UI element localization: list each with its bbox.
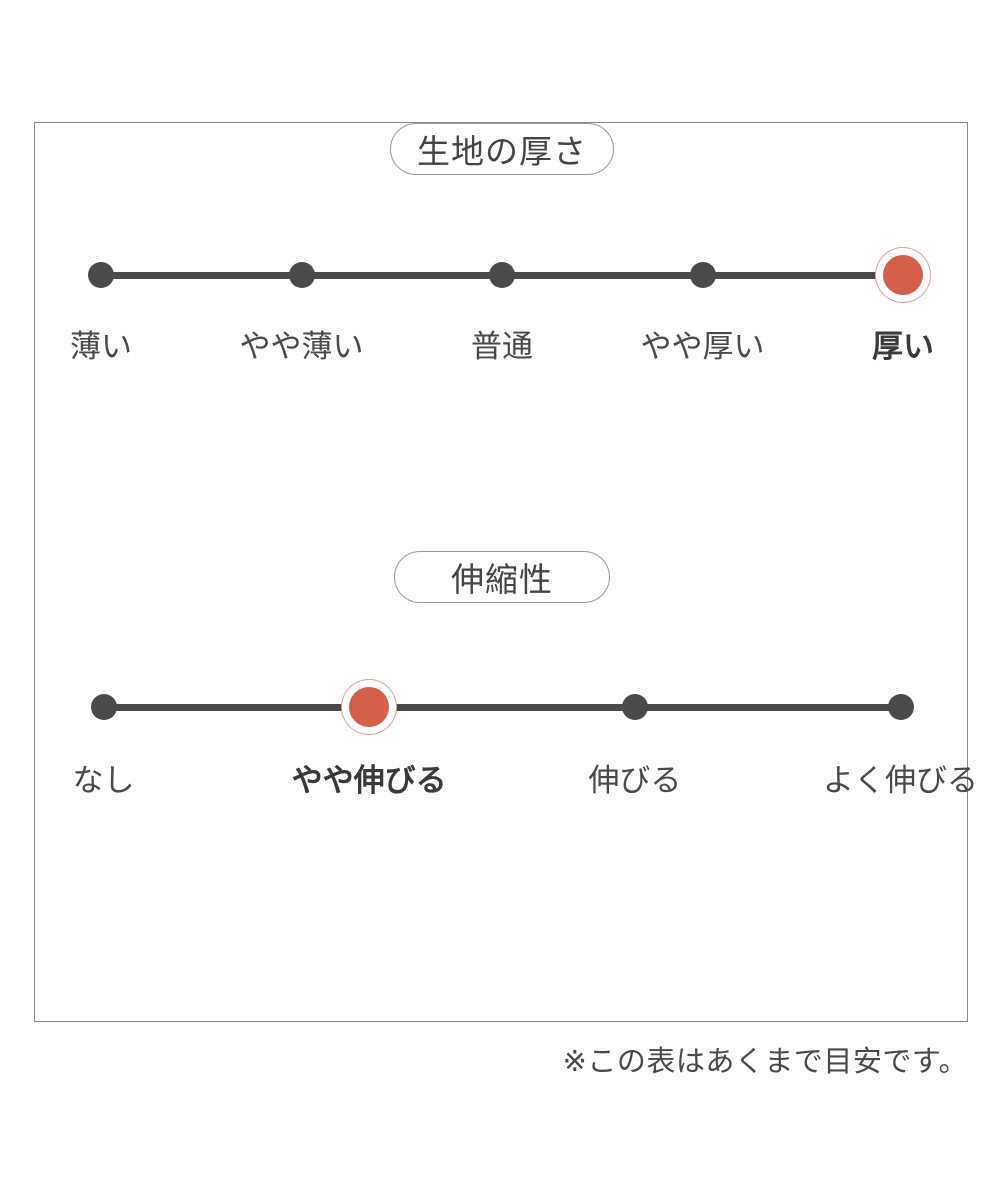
- scale-dot-fabric-thickness: [489, 262, 515, 288]
- section-badge-fabric-thickness: 生地の厚さ: [390, 123, 614, 175]
- badge-row-stretchability: 伸縮性: [35, 551, 969, 603]
- scale-dot-fabric-thickness: [288, 262, 315, 288]
- scale-label-fabric-thickness-3: やや厚い: [640, 329, 765, 364]
- scale-label-stretchability-2: 伸びる: [588, 763, 682, 798]
- spec-table-frame: 生地の厚さ 薄い やや薄い 普通 やや厚い 厚い 伸縮性 なし やや伸びる 伸びる よく伸びる: [34, 122, 979, 1022]
- scale-label-fabric-thickness-0: 薄い: [70, 329, 132, 364]
- scale-dot-stretchability: [90, 694, 117, 720]
- scale-labels-stretchability: なし やや伸びる 伸びる よく伸びる: [73, 759, 979, 807]
- scale-label-fabric-thickness-2: 普通: [471, 329, 533, 364]
- section-badge-stretchability: 伸縮性: [394, 551, 610, 603]
- scale-label-stretchability-3: よく伸びる: [823, 763, 978, 798]
- footnote-disclaimer: ※この表はあくまで目安です。: [562, 1046, 968, 1078]
- section-stretchability: 伸縮性 なし やや伸びる 伸びる よく伸びる: [35, 551, 979, 807]
- scale-stretchability: [90, 685, 914, 729]
- section-fabric-thickness: 生地の厚さ 薄い やや薄い 普通 やや厚い 厚い: [35, 123, 969, 373]
- scale-label-stretchability-1: やや伸びる: [291, 763, 447, 798]
- scale-dot-fabric-thickness: [689, 262, 716, 288]
- scale-label-fabric-thickness-4: 厚い: [872, 329, 934, 364]
- scale-dot-fabric-thickness: [88, 262, 114, 288]
- scale-dot-selected-fabric-thickness: [883, 255, 923, 295]
- scale-dot-stretchability: [621, 694, 648, 720]
- scale-label-stretchability-0: なし: [72, 763, 135, 798]
- scale-dot-stretchability: [887, 694, 914, 720]
- scale-fabric-thickness: [88, 253, 923, 297]
- scale-track-stretchability: [103, 703, 901, 711]
- scale-dot-selected-stretchability: [349, 687, 390, 727]
- scale-labels-fabric-thickness: 薄い やや薄い 普通 やや厚い 厚い: [70, 325, 934, 373]
- scale-label-fabric-thickness-1: やや薄い: [239, 329, 364, 364]
- badge-row-fabric-thickness: 生地の厚さ: [35, 123, 969, 175]
